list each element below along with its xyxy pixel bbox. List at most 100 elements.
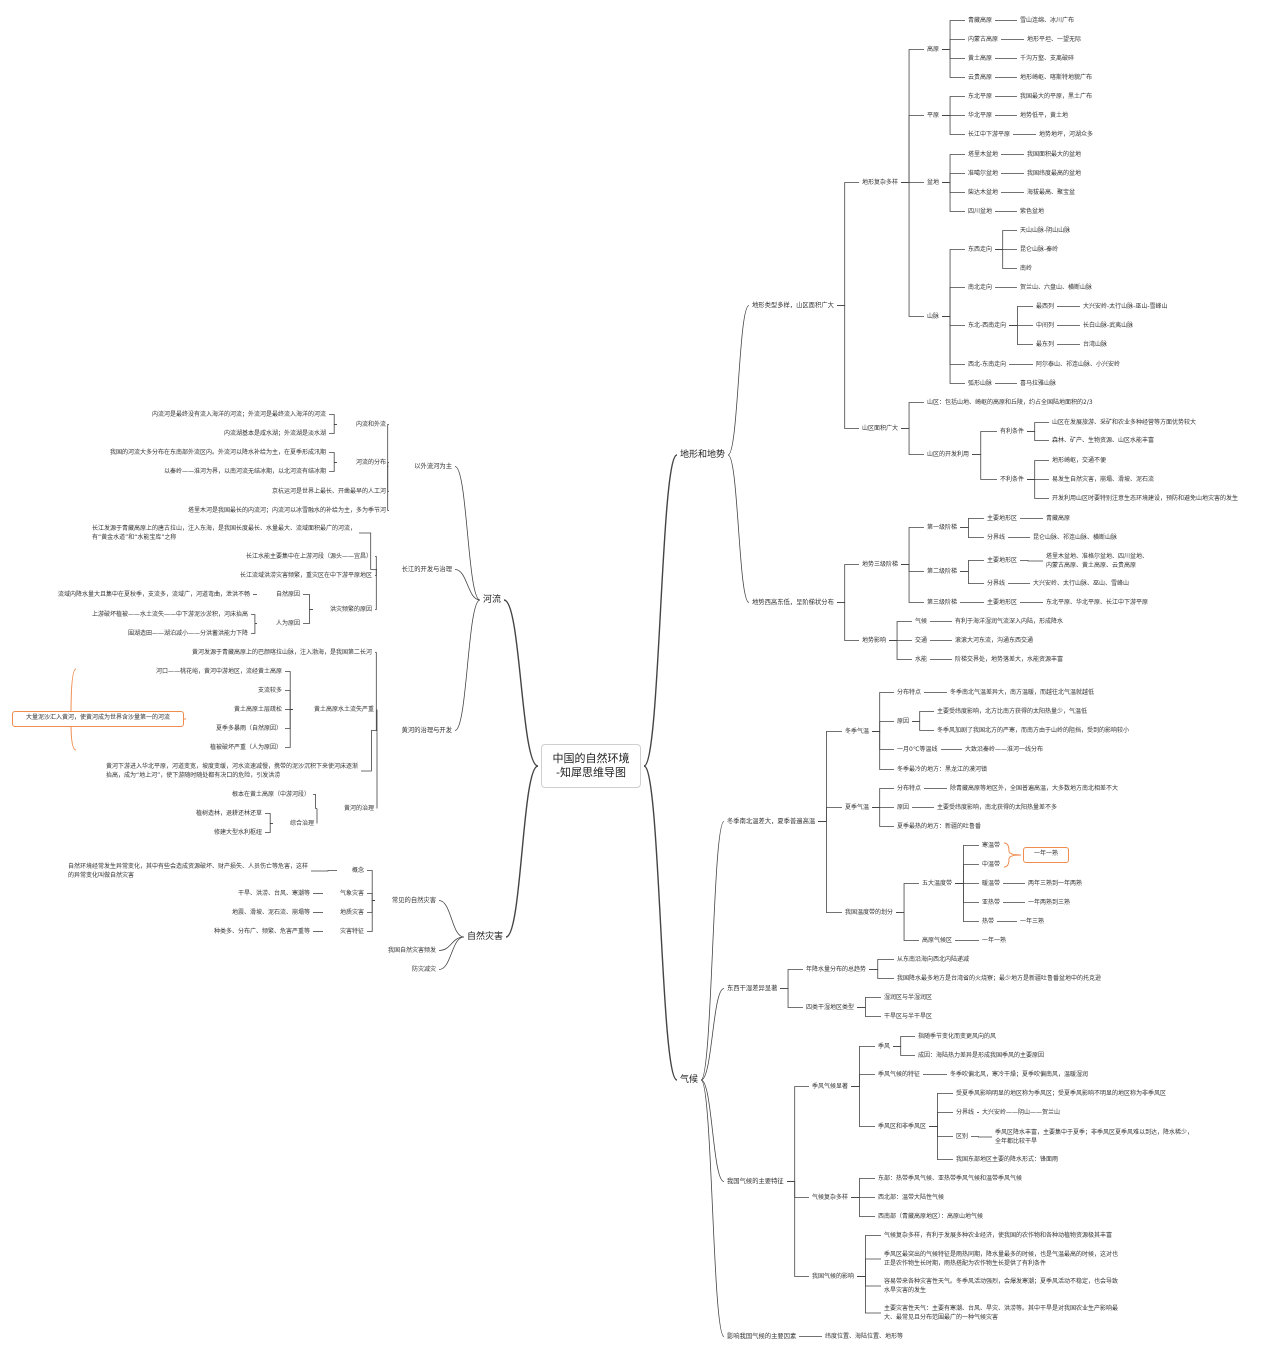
basin-item[interactable]: 四川盆地 [968, 208, 993, 215]
plain-item[interactable]: 华北平原 [968, 112, 993, 119]
river-distribution[interactable]: 河流的分布 [355, 459, 386, 466]
plateau-climate[interactable]: 高原气候区 [922, 937, 953, 944]
step-3[interactable]: 第三级阶梯 [927, 599, 958, 606]
frequent-disasters[interactable]: 我国自然灾害频发 [387, 947, 436, 954]
mountain-row[interactable]: 最东列 [1036, 341, 1055, 348]
difference[interactable]: 区别 [956, 1133, 969, 1140]
climate-impact[interactable]: 我国气候的影响 [812, 1273, 855, 1280]
effect-desc: 滚滚大河东流，沟通东西交通 [955, 637, 1034, 644]
dry-wet[interactable]: 东西干湿差异显著 [727, 985, 778, 992]
mountain-ns[interactable]: 南北走向 [968, 284, 993, 291]
rainfall-trend[interactable]: 年降水量分布的总趋势 [806, 966, 867, 973]
yangtze[interactable]: 长江的开发与治理 [401, 566, 452, 573]
zone-item[interactable]: 寒温带 [982, 842, 1001, 849]
unfavorable[interactable]: 不利条件 [1000, 476, 1025, 483]
winter-temp[interactable]: 冬季气温 [845, 728, 870, 735]
basin-group[interactable]: 盆地 [927, 179, 940, 186]
terrain-complex[interactable]: 地形复杂多样 [862, 179, 899, 186]
three-steps[interactable]: 地势三级阶梯 [862, 561, 899, 568]
plateau-item[interactable]: 青藏高原 [968, 17, 993, 24]
mountain-dev[interactable]: 山区的开发利用 [927, 451, 970, 458]
disaster-features[interactable]: 灾害特征 [339, 928, 364, 935]
mountain-area[interactable]: 山区面积广大 [862, 425, 899, 432]
effect-hydro[interactable]: 水能 [915, 656, 928, 663]
temperature-zones[interactable]: 我国温度带的划分 [845, 909, 894, 916]
common-disasters[interactable]: 常见的自然灾害 [391, 897, 436, 904]
inner-outer[interactable]: 内流和外流 [355, 421, 386, 428]
natural-cause[interactable]: 自然原因 [275, 591, 300, 598]
connector-CJ3c-CJ3cd [971, 1136, 992, 1138]
plain-item[interactable]: 东北平原 [968, 93, 993, 100]
favorable-item: 山区在发展旅游、采矿和农业多种经营等方面优势较大 [1052, 419, 1197, 426]
isotherm[interactable]: 一月0℃等温线 [897, 746, 938, 753]
mountain-nw-se[interactable]: 西北-东南走向 [968, 361, 1007, 368]
human-cause[interactable]: 人为原因 [275, 620, 300, 627]
exorheic-main[interactable]: 以外流河为主 [414, 463, 452, 470]
zone-item[interactable]: 亚热带 [982, 899, 1001, 906]
basin-item[interactable]: 柴达木盆地 [968, 189, 999, 196]
monsoon-climate[interactable]: 季风气候显著 [812, 1083, 849, 1090]
climate-factors[interactable]: 影响我国气候的主要因素 [727, 1333, 797, 1340]
diverse-item: 西北部：温带大陆性气候 [878, 1194, 945, 1201]
basin-item[interactable]: 准噶尔盆地 [968, 170, 999, 177]
winter-cause[interactable]: 原因 [897, 718, 910, 725]
plain-item[interactable]: 长江中下游平原 [968, 131, 1011, 138]
effect-climate[interactable]: 气候 [915, 618, 928, 625]
connector-CZ-CZg [896, 912, 919, 941]
favorable[interactable]: 有利条件 [1000, 428, 1025, 435]
branch-climate[interactable]: 气候 [680, 1075, 699, 1085]
mountain-ne-sw[interactable]: 东北-西南走向 [968, 322, 1007, 329]
climate-features[interactable]: 我国气候的主要特征 [727, 1178, 784, 1185]
branch-disaster[interactable]: 自然灾害 [467, 932, 504, 942]
connector-CW2-CW2b [912, 721, 934, 731]
temperature[interactable]: 冬季南北温差大，夏季普遍高温 [727, 818, 816, 825]
yellow-governance[interactable]: 黄河的治理 [343, 805, 374, 812]
root-node[interactable]: 中国的自然环境 -知犀思维导图 [541, 744, 641, 788]
loess-erosion[interactable]: 黄土高原水土流失严重 [313, 706, 374, 713]
plateau-item[interactable]: 内蒙古高原 [968, 36, 999, 43]
elevation-effects[interactable]: 地势影响 [862, 637, 887, 644]
winter-dist[interactable]: 分布特点 [897, 689, 922, 696]
comprehensive[interactable]: 综合治理 [289, 820, 314, 827]
terrain-types[interactable]: 地形类型多样，山区面积广大 [752, 302, 834, 309]
meteo-disaster[interactable]: 气象灾害 [339, 890, 364, 897]
yellow-river[interactable]: 黄河的治理与开发 [401, 727, 452, 734]
monsoon[interactable]: 季风 [878, 1043, 891, 1050]
basin-item[interactable]: 塔里木盆地 [968, 151, 999, 158]
geo-disaster[interactable]: 地质灾害 [339, 909, 364, 916]
plateau-group[interactable]: 高原 [927, 46, 940, 53]
branch-terrain[interactable]: 地形和地势 [680, 450, 726, 460]
step-2[interactable]: 第二级阶梯 [927, 568, 958, 575]
zone-item[interactable]: 暖温带 [982, 880, 1001, 887]
monsoon-regions[interactable]: 季风区和非季风区 [878, 1123, 927, 1130]
summer-dist[interactable]: 分布特点 [897, 785, 922, 792]
terrain-elevation[interactable]: 地势西高东低，呈阶梯状分布 [752, 599, 834, 606]
mountain-arc[interactable]: 弧形山脉 [968, 380, 993, 387]
climate-diverse[interactable]: 气候复杂多样 [812, 1194, 849, 1201]
plateau-item[interactable]: 黄土高原 [968, 55, 993, 62]
five-zones[interactable]: 五大温度带 [922, 880, 953, 887]
plain-group[interactable]: 平原 [927, 112, 940, 119]
dry-wet-types[interactable]: 四类干湿地区类型 [806, 1004, 855, 1011]
flood-causes[interactable]: 洪灾频繁的原因 [329, 606, 372, 613]
connector-R-RA [454, 466, 481, 601]
plateau-item[interactable]: 云贵高原 [968, 74, 993, 81]
mountain-group[interactable]: 山脉 [927, 313, 940, 320]
mountain-row[interactable]: 最西列 [1036, 303, 1055, 310]
disaster-prevention[interactable]: 防灾减灾 [411, 966, 436, 973]
diverse-item: 东部：热带季风气候、亚热带季风气候和温带季风气候 [878, 1175, 1023, 1182]
step-1[interactable]: 第一级阶梯 [927, 524, 958, 531]
boundary-desc: 大兴安岭——阴山——贺兰山 [982, 1109, 1061, 1116]
zone-item[interactable]: 热带 [982, 918, 995, 925]
mountain-row[interactable]: 中间列 [1036, 322, 1055, 329]
summer-cause[interactable]: 原因 [897, 804, 910, 811]
effect-traffic[interactable]: 交通 [915, 637, 928, 644]
branch-river[interactable]: 河流 [483, 595, 502, 605]
monsoon-feature[interactable]: 季风气候的特征 [878, 1071, 921, 1078]
disaster-concept[interactable]: 概念 [351, 867, 364, 874]
mountain-ew[interactable]: 东西走向 [968, 246, 993, 253]
summer-temp[interactable]: 夏季气温 [845, 804, 870, 811]
zone-item[interactable]: 中温带 [982, 861, 1001, 868]
sediment-note: 大量泥沙汇入黄河，使黄河成为世界含沙量第一的河流 [12, 711, 184, 727]
boundary[interactable]: 分界线 [956, 1109, 975, 1116]
